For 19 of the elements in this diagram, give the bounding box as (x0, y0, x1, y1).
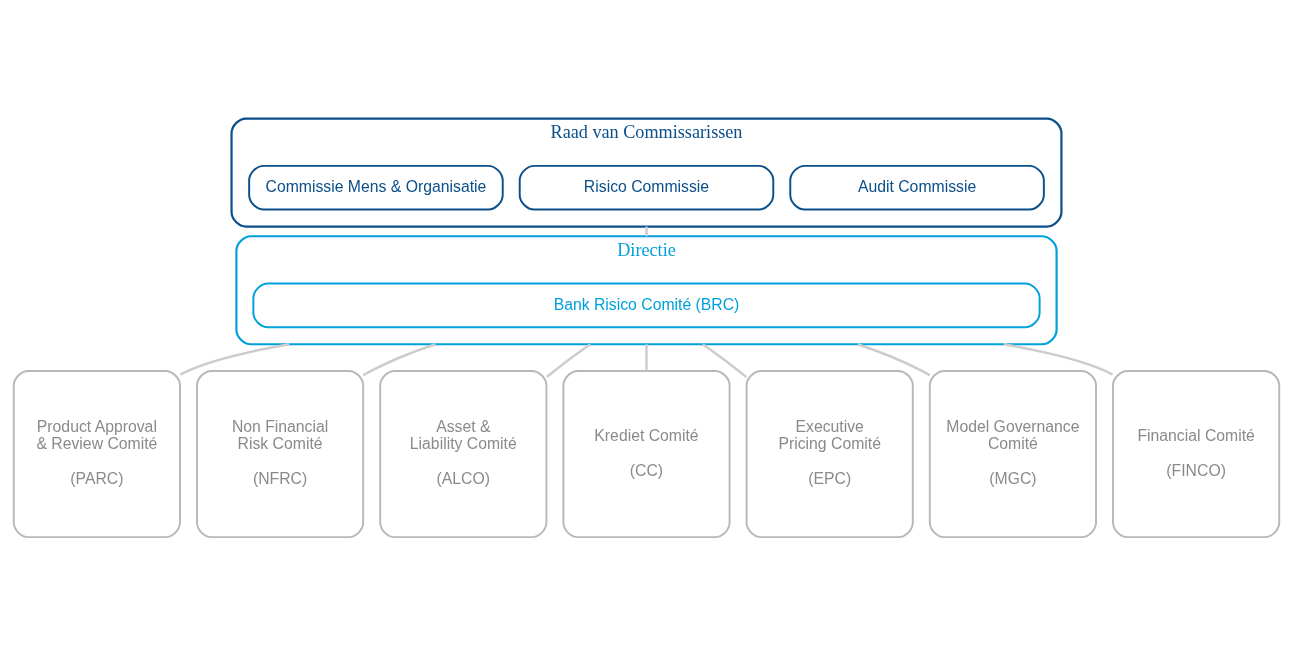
connector (702, 342, 747, 378)
node-box: Risico Commissie (518, 164, 775, 211)
connector (546, 342, 591, 378)
node-box: Financial Comité (FINCO) (1112, 369, 1281, 538)
node-box: Non Financial Risk Comité (NFRC) (196, 369, 365, 538)
connector (179, 342, 290, 376)
connector (362, 342, 436, 376)
node-box: Executive Pricing Comité (EPC) (745, 369, 914, 538)
node-box: Bank Risico Comité (BRC) (252, 282, 1041, 328)
connector (857, 342, 931, 376)
node-box: Product Approval & Review Comité (PARC) (12, 369, 181, 538)
node-box: Asset & Liability Comité (ALCO) (379, 369, 548, 538)
node-box: Audit Commissie (789, 164, 1045, 211)
node-box: Model Governance Comité (MGC) (928, 369, 1097, 538)
connector (645, 226, 648, 236)
connector (1003, 342, 1114, 376)
connector (645, 343, 648, 371)
node-box: Krediet Comité (CC) (562, 369, 731, 538)
node-box: Commissie Mens & Organisatie (248, 164, 504, 211)
